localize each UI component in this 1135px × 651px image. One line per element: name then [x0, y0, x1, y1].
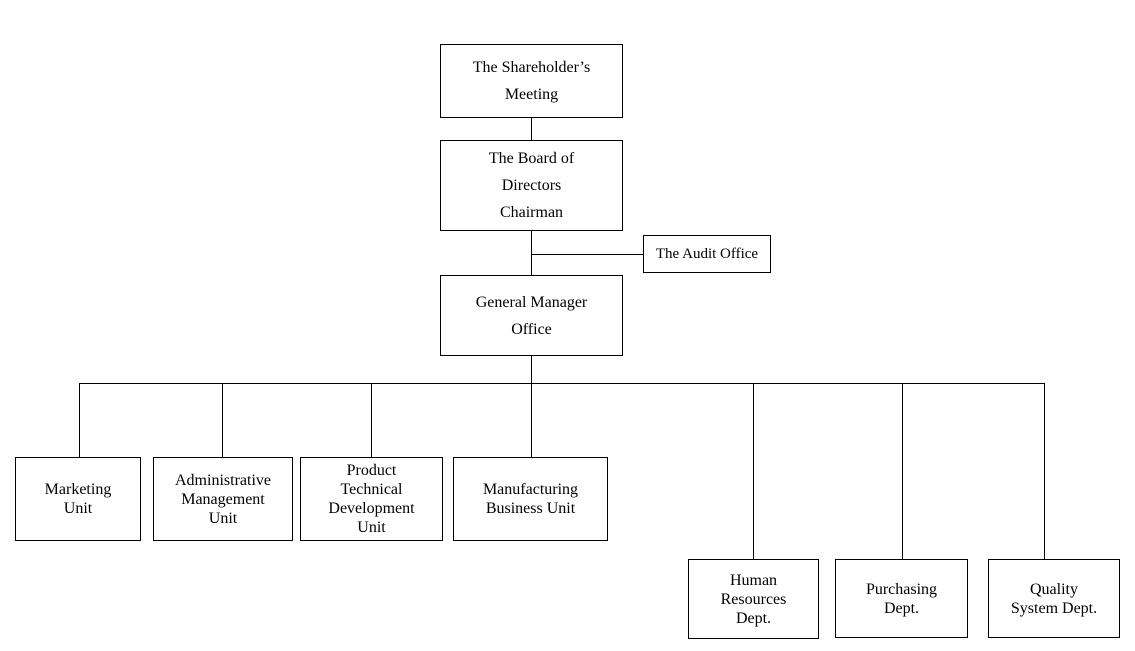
node-board-of-directors-chairman: The Board of Directors Chairman [440, 140, 623, 231]
node-marketing-unit: Marketing Unit [15, 457, 141, 541]
connector-drop-hr [753, 383, 754, 559]
connector-board-gm [531, 230, 532, 275]
node-human-resources-dept: Human Resources Dept. [688, 559, 819, 639]
node-audit-office: The Audit Office [643, 235, 771, 273]
node-purchasing-dept: Purchasing Dept. [835, 559, 968, 638]
node-quality-system-dept: Quality System Dept. [988, 559, 1120, 638]
connector-audit-branch [531, 254, 643, 255]
connector-drop-admin [222, 383, 223, 457]
connector-shareholder-board [531, 118, 532, 140]
node-administrative-management-unit: Administrative Management Unit [153, 457, 293, 541]
connector-bus-line [79, 383, 1045, 384]
connector-drop-manufacturing [531, 383, 532, 457]
connector-drop-purchasing [902, 383, 903, 559]
node-product-technical-development-unit: Product Technical Development Unit [300, 457, 443, 541]
node-shareholders-meeting: The Shareholder’s Meeting [440, 44, 623, 118]
connector-drop-product [371, 383, 372, 457]
node-general-manager-office: General Manager Office [440, 275, 623, 356]
connector-drop-quality [1044, 383, 1045, 559]
connector-drop-marketing [79, 383, 80, 457]
node-manufacturing-business-unit: Manufacturing Business Unit [453, 457, 608, 541]
connector-gm-bus [531, 356, 532, 383]
